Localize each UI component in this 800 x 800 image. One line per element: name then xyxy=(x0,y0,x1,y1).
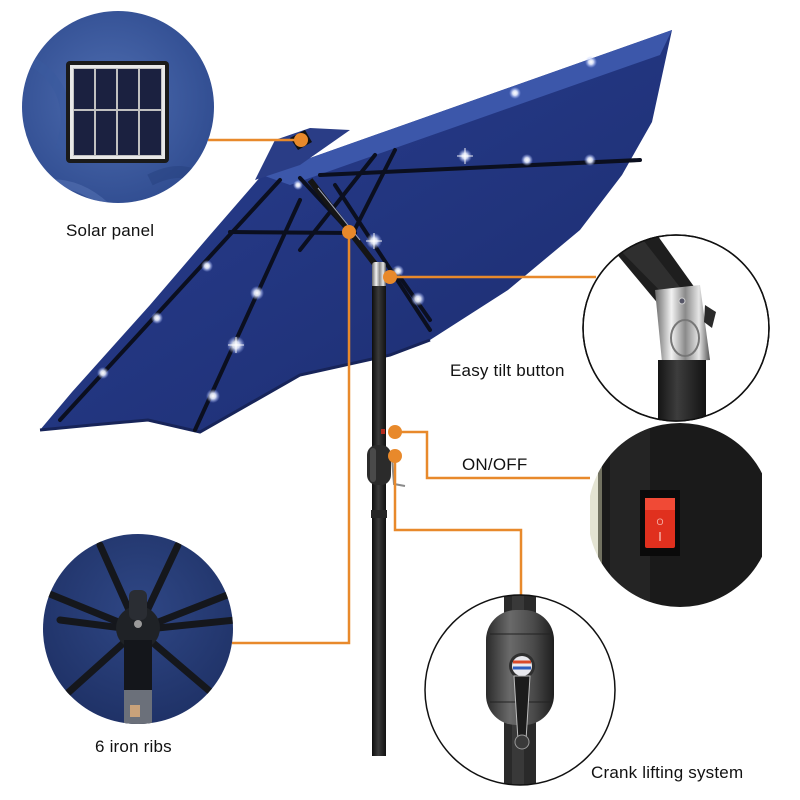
on-off-callout: O xyxy=(588,423,772,607)
crank-callout xyxy=(424,594,616,786)
callout-lines xyxy=(208,138,596,645)
callout-dots xyxy=(294,133,402,463)
umbrella-pole xyxy=(367,262,406,756)
label-solar-panel: Solar panel xyxy=(66,221,155,240)
switch-off-symbol: O xyxy=(656,517,663,527)
umbrella-canopy xyxy=(39,30,672,434)
label-iron-ribs: 6 iron ribs xyxy=(95,737,172,756)
solar-panel-icon xyxy=(66,61,169,163)
crank-handle-icon xyxy=(486,595,554,785)
label-crank-lifting-system: Crank lifting system xyxy=(591,763,744,782)
solar-panel-callout xyxy=(22,11,214,203)
led-lights xyxy=(97,56,597,403)
iron-ribs-callout xyxy=(43,534,233,724)
label-easy-tilt-button: Easy tilt button xyxy=(450,361,565,380)
label-on-off: ON/OFF xyxy=(462,455,528,474)
easy-tilt-callout xyxy=(582,234,770,422)
power-switch-icon: O xyxy=(640,490,680,556)
